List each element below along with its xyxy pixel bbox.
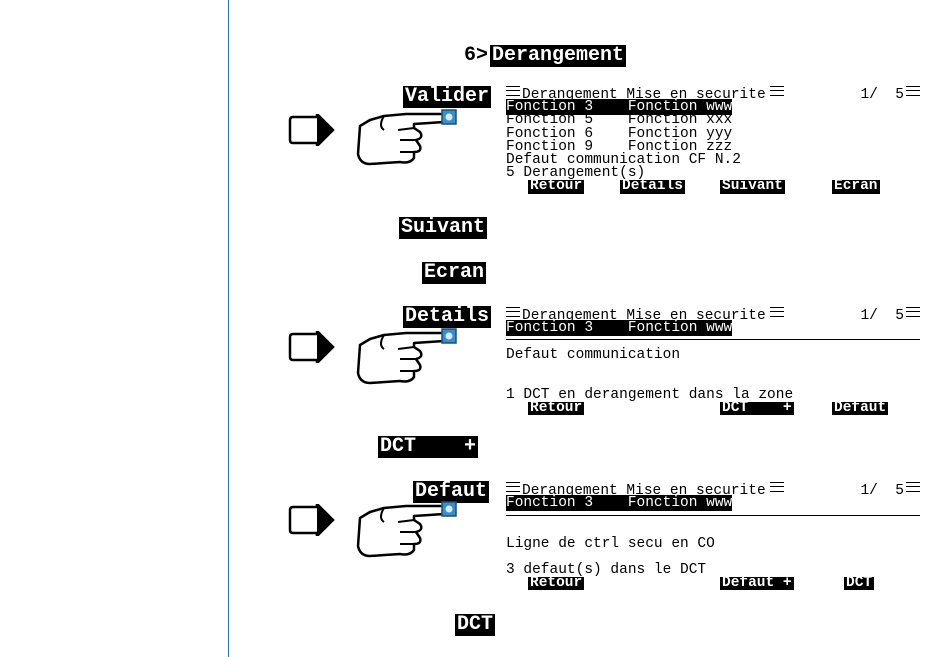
softkey-suivant[interactable]: Suivant [720, 178, 785, 195]
screen-defaut-details: Derangement Mise en securite 1/ 5 Foncti… [506, 482, 920, 591]
arrow-right-icon [288, 504, 335, 536]
details-key[interactable]: Details [403, 305, 492, 328]
screen-header: Derangement Mise en securite 1/ 5 [506, 307, 920, 324]
arrow-right-icon [288, 331, 335, 363]
selected-function: Fonction 3 Fonction www [506, 495, 733, 512]
screen-title: Derangement Mise en securite [522, 483, 766, 499]
selected-function: Fonction 3 Fonction www [506, 320, 733, 337]
fault-description: Ligne de ctrl secu en CO [506, 536, 715, 553]
softkey-dct[interactable]: DCT [844, 574, 875, 591]
lines-icon [769, 482, 784, 492]
valider-key[interactable]: Valider [403, 85, 492, 108]
pointing-hand-icon[interactable] [354, 498, 464, 560]
softkey-defaut-plus[interactable]: Defaut + [720, 574, 794, 591]
softkey-defaut[interactable]: Defaut [832, 399, 889, 416]
screen-title: Derangement Mise en securite [522, 308, 766, 324]
pointing-hand-icon[interactable] [354, 325, 464, 387]
fault-detail: 1 DCT en derangement dans la zone [506, 386, 794, 403]
page-indicator: 1/ 5 [860, 483, 904, 499]
suivant-key[interactable]: Suivant [399, 216, 488, 239]
softkey-ecran[interactable]: Ecran [832, 178, 880, 195]
menu-derangement-key[interactable]: Derangement [490, 44, 627, 67]
lines-icon [506, 307, 520, 317]
arrow-right-icon [288, 114, 335, 146]
lines-icon [506, 86, 520, 96]
lines-icon [769, 86, 784, 96]
softkey-dct-plus[interactable]: DCT + [720, 399, 794, 416]
lines-icon [906, 482, 920, 492]
dct-plus-key[interactable]: DCT + [378, 435, 479, 458]
screen-derangement-details: Derangement Mise en securite 1/ 5 Foncti… [506, 307, 920, 416]
lines-icon [506, 482, 520, 492]
dct-key[interactable]: DCT [455, 613, 496, 636]
screen-header: Derangement Mise en securite 1/ 5 [506, 482, 920, 499]
pointing-hand-icon[interactable] [354, 106, 464, 168]
screen-derangement-list: Derangement Mise en securite 1/ 5 Foncti… [506, 86, 920, 195]
fault-detail: 3 defaut(s) dans le DCT [506, 561, 707, 578]
softkey-details[interactable]: Details [620, 178, 685, 195]
margin-line [228, 0, 229, 657]
softkey-retour[interactable]: Retour [528, 574, 585, 591]
ecran-key[interactable]: Ecran [422, 261, 487, 284]
page-indicator: 1/ 5 [860, 308, 904, 324]
screen-header: Derangement Mise en securite 1/ 5 [506, 86, 920, 103]
lines-icon [906, 86, 920, 96]
fault-count: 5 Derangement(s) [506, 165, 646, 182]
page-indicator: 1/ 5 [860, 87, 904, 103]
softkey-retour[interactable]: Retour [528, 399, 585, 416]
screen-title: Derangement Mise en securite [522, 87, 766, 103]
fault-description: Defaut communication [506, 347, 681, 364]
list-item[interactable]: Fonction 6 Fonction yyy [506, 125, 733, 142]
lines-icon [906, 307, 920, 317]
lines-icon [769, 307, 784, 317]
defaut-key[interactable]: Defaut [413, 480, 490, 503]
menu-number: 6> [464, 44, 489, 67]
list-item-selected[interactable]: Fonction 3 Fonction www [506, 99, 733, 116]
list-item[interactable]: Fonction 9 Fonction zzz [506, 138, 733, 155]
list-item[interactable]: Fonction 5 Fonction xxx [506, 112, 733, 129]
softkey-retour[interactable]: Retour [528, 178, 585, 195]
list-item[interactable]: Defaut communication CF N.2 [506, 151, 741, 168]
